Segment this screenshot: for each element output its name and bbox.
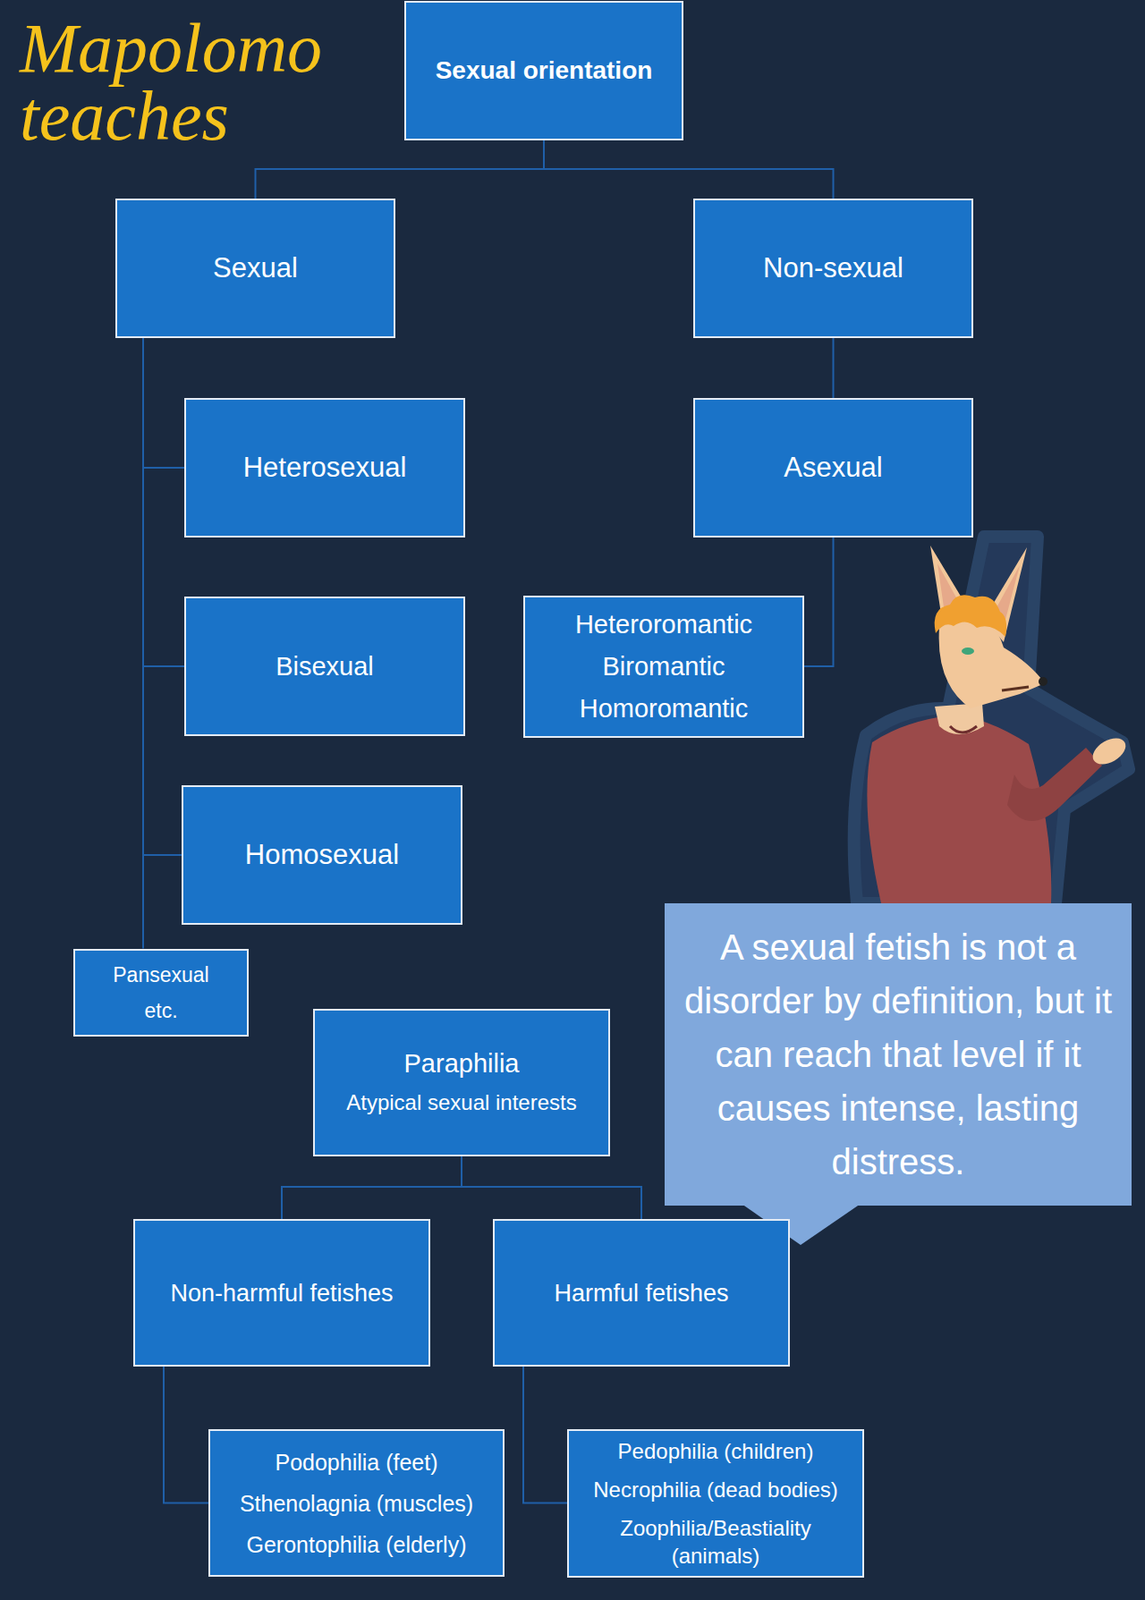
box-subtext: Biromantic [602,645,726,688]
tree-connector [255,140,545,199]
tree-connector [143,338,185,468]
box-text: Pansexual etc. [102,957,220,1029]
romantic-box: HeteroromanticBiromanticHomoromantic [523,595,805,738]
box-text: Harmful fetishes [553,1278,729,1309]
orientation-box: Homosexual [181,785,463,925]
example-list-box: Pedophilia (children) Necrophilia (dead b… [567,1429,865,1578]
category-box: Non-sexual [693,198,974,339]
tree-connector [804,537,834,667]
root-box: Sexual orientation [404,0,684,141]
tree-connector [523,1366,568,1504]
tree-connector [163,1366,209,1504]
box-text: Asexual [783,450,883,485]
tree-connector [461,1156,642,1220]
tree-connector [143,338,185,667]
box-subtext: Zoophilia/Beastiality (animals) [576,1514,856,1570]
box-text: Non-sexual [763,251,904,286]
orientation-box: Heterosexual [184,398,466,538]
box-text: Heterosexual [243,450,408,485]
box-text: Non-harmful fetishes [169,1278,393,1309]
box-text: Homosexual [245,838,399,873]
orientation-box: Asexual [693,398,974,538]
orientation-box: Pansexual etc. [73,949,249,1037]
paraphilia-box: ParaphiliaAtypical sexual interests [313,1009,611,1157]
box-text: A sexual fetish is not a disorder by def… [682,920,1114,1189]
box-text: Paraphilia [404,1047,520,1080]
box-subtext: Necrophilia (dead bodies) [593,1475,839,1504]
speech-bubble: A sexual fetish is not a disorder by def… [664,903,1132,1206]
box-text: Heteroromantic [575,603,753,646]
tree-connector [142,338,145,950]
tree-connector [281,1156,462,1220]
tree-connector [832,338,835,399]
fetish-category-box: Harmful fetishes [492,1219,790,1367]
category-box: Sexual [115,198,396,339]
box-text: Bisexual [275,645,374,688]
fetish-category-box: Non-harmful fetishes [133,1219,431,1367]
box-subtext: Homoromantic [579,687,749,730]
box-text: Podophilia (feet) [274,1442,438,1483]
box-text: Pedophilia (children) [618,1437,815,1466]
box-subtext: Sthenolagnia (muscles) [239,1484,474,1524]
brand-title: Mapolomo teaches [19,14,360,152]
example-list-box: Podophilia (feet)Sthenolagnia (muscles)G… [208,1429,505,1578]
fox-character [854,536,1131,904]
box-subtext: Atypical sexual interests [346,1086,577,1120]
box-text: Sexual orientation [435,55,654,86]
box-subtext: Gerontophilia (elderly) [246,1525,467,1565]
box-text: Sexual [212,251,298,286]
orientation-box: Bisexual [184,596,466,737]
tree-connector [143,338,182,856]
tree-connector [543,140,834,199]
